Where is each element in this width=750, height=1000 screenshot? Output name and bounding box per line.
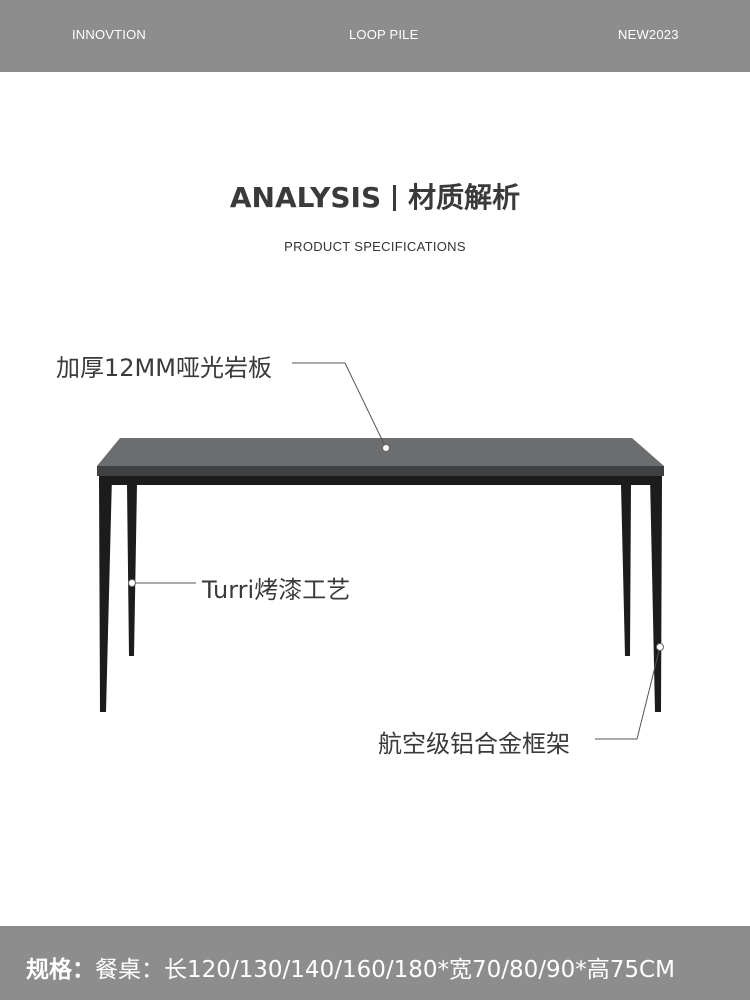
tabletop-edge [97,466,664,476]
header-left-text: INNOVTION [72,27,147,42]
spec-label: 规格： [26,957,95,983]
header-bar: INNOVTION LOOP PILE NEW2023 [0,0,750,72]
header-right-text: NEW2023 [618,27,679,42]
section-title-en: ANALYSIS [229,181,382,214]
callout-label-top: 加厚12MM哑光岩板 [56,354,272,382]
back-left-leg [127,484,137,656]
frame-rail [101,476,660,485]
front-right-leg [650,476,662,712]
header-center-text: LOOP PILE [349,27,419,42]
callout-dot-leg [128,579,136,587]
tabletop-surface [97,438,664,466]
callout-line-top [292,362,387,449]
callout-dot-top [382,444,390,452]
section-title-cn: 材质解析 [408,181,521,214]
callout-line-frame [595,646,661,740]
callout-dot-frame [656,643,664,651]
section-title: ANALYSIS 材质解析 [0,176,750,216]
callout-label-leg: Turri烤漆工艺 [202,576,351,604]
footer-bar: 规格：餐桌：长120/130/140/160/180*宽70/80/90*高75… [0,926,750,1000]
spec-text: 规格：餐桌：长120/130/140/160/180*宽70/80/90*高75… [26,950,675,984]
front-left-leg [99,476,112,712]
back-right-leg [621,484,631,656]
section-subtitle: PRODUCT SPECIFICATIONS [284,239,466,254]
callout-label-frame: 航空级铝合金框架 [378,730,570,758]
spec-value: 餐桌：长120/130/140/160/180*宽70/80/90*高75CM [95,957,675,983]
title-separator [393,185,397,211]
